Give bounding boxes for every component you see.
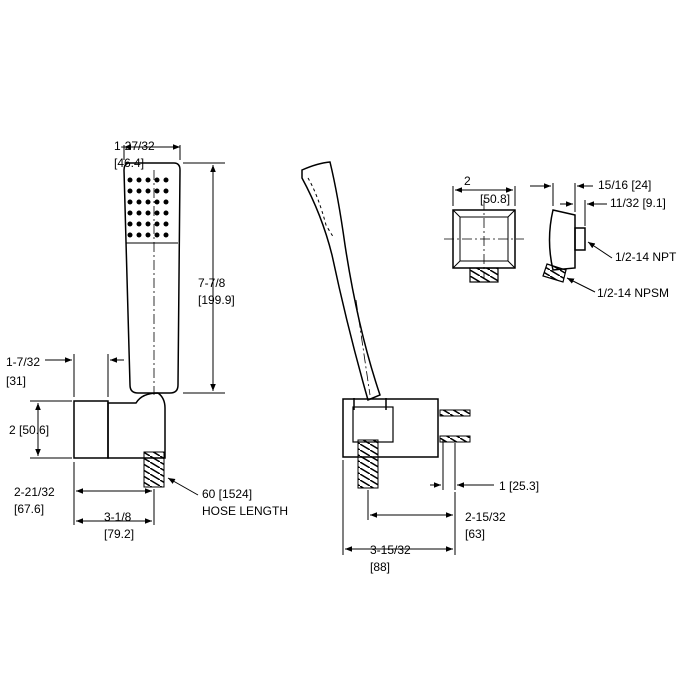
hose-front (143, 451, 165, 488)
spray-nozzles (127, 177, 169, 238)
elbow-front (444, 200, 524, 283)
handshower-head-front (123, 162, 181, 394)
bracket-width-mm-label: [31] (6, 374, 27, 388)
head-height-label: 7-7/8 (198, 276, 226, 290)
hose-side (357, 439, 379, 489)
handshower-side (301, 161, 381, 402)
hose-length-label: 60 [1524] (202, 487, 253, 501)
elbow-width-label: 2 (464, 174, 471, 188)
front-dimensions (30, 144, 225, 525)
hose-length-caption: HOSE LENGTH (202, 504, 289, 518)
bracket-arm-front (107, 392, 166, 459)
projection-2-label: 3-1/8 (104, 510, 132, 524)
projection-1-label: 2-21/32 (14, 485, 55, 499)
elbow-depth-label: 15/16 [24] (598, 178, 652, 192)
elbow-side (542, 209, 586, 283)
offset-label: 1 [25.3] (499, 479, 540, 493)
elbow-front-dimensions (452, 186, 516, 206)
side-dimensions (342, 440, 494, 555)
connector-bottom (439, 435, 471, 443)
connector-top (439, 409, 471, 417)
projection-2-mm-label: [79.2] (104, 527, 135, 541)
elbow-width-mm-label: [50.8] (480, 192, 511, 206)
thread-npt-label: 1/2-14 NPT (615, 250, 677, 264)
side-projection-2-mm-label: [88] (370, 560, 391, 574)
side-projection-2-label: 3-15/32 (370, 543, 411, 557)
elbow-side-dimensions (530, 183, 613, 293)
thread-npsm-label: 1/2-14 NPSM (597, 286, 670, 300)
projection-1-mm-label: [67.6] (14, 502, 45, 516)
front-view (73, 162, 181, 488)
bracket-width-label: 1-7/32 (6, 355, 41, 369)
side-projection-1-mm-label: [63] (465, 527, 486, 541)
head-height-mm-label: [199.9] (198, 293, 235, 307)
head-width-mm-label: [46.4] (114, 156, 145, 170)
elbow-step-label: 11/32 [9.1] (610, 196, 666, 210)
wall-plate-side (342, 398, 439, 458)
bracket-height-label: 2 [50.6] (9, 423, 50, 437)
side-view (301, 161, 471, 489)
wall-bracket-front (73, 400, 109, 459)
head-width-label: 1-27/32 (114, 139, 155, 153)
side-projection-1-label: 2-15/32 (465, 510, 506, 524)
